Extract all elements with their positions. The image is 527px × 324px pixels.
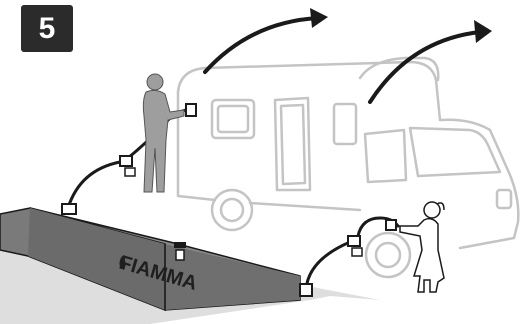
strap-buckle-icon (62, 104, 196, 214)
step-number-badge: 5 (21, 5, 73, 52)
person-icon (400, 202, 444, 292)
strap-buckle-icon (174, 242, 186, 260)
arrow-curved-right-icon (205, 8, 328, 72)
strap-buckle-icon (300, 220, 396, 296)
